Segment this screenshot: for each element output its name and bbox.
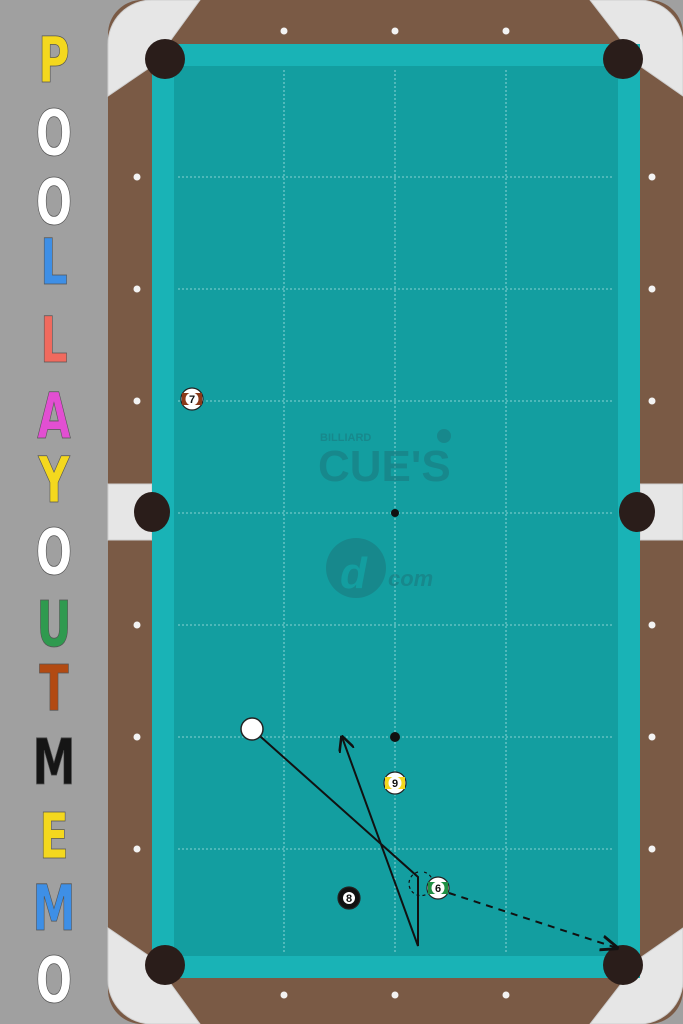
corner-pocket (145, 945, 185, 985)
title-letter: M (33, 872, 76, 945)
title-letter: L (40, 304, 68, 377)
ball-number: 6 (435, 883, 441, 895)
ball-8[interactable]: 8 (337, 886, 361, 910)
side-pocket (134, 492, 170, 532)
pockets (134, 39, 655, 985)
title-letter: E (39, 800, 69, 873)
center-spot (391, 509, 399, 517)
watermark-cues: CUE'S (318, 442, 451, 491)
title-letter: O (36, 97, 73, 170)
ball-7[interactable]: 7 (180, 387, 204, 411)
foot-spot (390, 732, 400, 742)
cue-path (251, 728, 419, 947)
watermark-billiard: BILLIARD (320, 432, 371, 444)
ball-number: 9 (392, 778, 398, 790)
side-pocket-plate (639, 483, 683, 541)
title-letter: L (40, 226, 68, 299)
ball-6[interactable]: 6 (426, 876, 450, 900)
ball-number: 8 (346, 893, 352, 905)
title-letter: O (36, 166, 73, 239)
balls[interactable]: 7 9 6 8 (180, 387, 450, 910)
watermark-ball (437, 429, 451, 443)
object-ball-path (448, 892, 617, 948)
watermark-d-circle (326, 538, 386, 598)
title-letter: P (38, 24, 70, 97)
title-letter: M (33, 726, 76, 799)
corner-pocket (603, 945, 643, 985)
corner-pocket (145, 39, 185, 79)
title-letter: O (36, 944, 73, 1017)
watermark-com: com (388, 566, 433, 591)
title-letter: U (36, 588, 71, 661)
corner-pocket (603, 39, 643, 79)
rail-diamonds (133, 27, 656, 999)
title-letter: T (39, 652, 69, 725)
watermark-d: d (340, 549, 368, 598)
title-letter: Y (38, 444, 71, 517)
ball-number: 7 (189, 394, 195, 406)
title-letter: A (37, 380, 71, 453)
ball-cue[interactable] (240, 717, 264, 741)
title-letter: O (36, 516, 73, 589)
side-pocket (619, 492, 655, 532)
ball-9[interactable]: 9 (383, 771, 407, 795)
watermark-logo: BILLIARD CUE'S d com (318, 429, 451, 598)
